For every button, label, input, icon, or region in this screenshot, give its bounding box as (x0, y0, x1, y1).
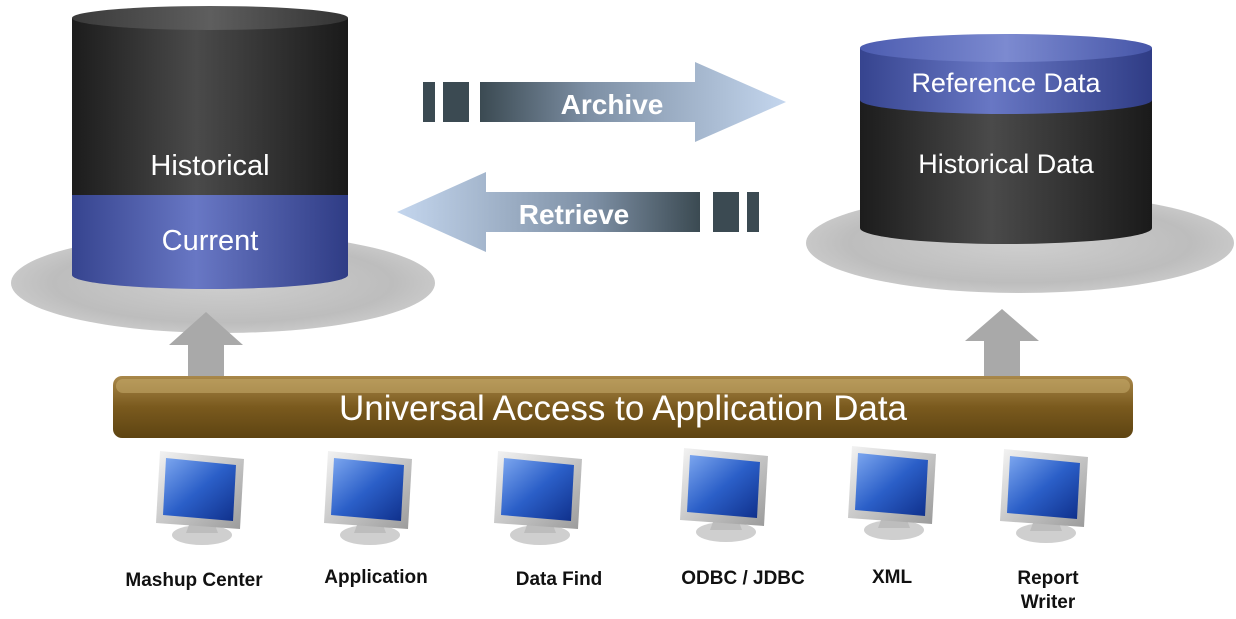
retrieve-arrow: Retrieve (397, 172, 759, 252)
monitor-icon (848, 446, 936, 540)
right-db-historical-segment (860, 100, 1152, 244)
client-monitors (156, 446, 1088, 545)
monitor-icon (156, 451, 244, 545)
access-bar-label: Universal Access to Application Data (339, 389, 908, 428)
client-label-application: Application (324, 567, 428, 588)
right-db-reference-label: Reference Data (911, 68, 1101, 98)
up-arrow-right (965, 309, 1039, 378)
archive-tail-block-1 (423, 82, 435, 122)
right-database: Reference Data Historical Data (806, 34, 1234, 293)
monitor-icon (324, 451, 412, 545)
retrieve-label: Retrieve (519, 199, 630, 230)
monitor-icon (494, 451, 582, 545)
left-db-top (72, 6, 348, 30)
client-label-odbc-jdbc: ODBC / JDBC (681, 568, 805, 589)
left-db-historical-segment (72, 18, 348, 195)
client-label-mashup-center: Mashup Center (125, 570, 263, 591)
retrieve-arrow-body (397, 172, 700, 252)
client-label-xml: XML (871, 567, 913, 588)
monitor-icon (680, 448, 768, 542)
right-db-historical-label: Historical Data (918, 149, 1095, 179)
left-db-current-label: Current (162, 225, 259, 257)
access-bar-highlight (116, 379, 1130, 393)
left-db-historical-label: Historical (150, 150, 269, 182)
retrieve-tail-block-1 (713, 192, 739, 232)
right-db-top (860, 34, 1152, 62)
archive-arrow: Archive (423, 62, 786, 142)
retrieve-tail-block-2 (747, 192, 759, 232)
right-db-reference-segment (860, 48, 1152, 114)
archive-label: Archive (561, 89, 664, 120)
archive-tail-block-2 (443, 82, 469, 122)
up-arrow-left (169, 312, 243, 378)
left-database: Historical Current (11, 6, 435, 333)
client-label-report-writer: Report Writer (1017, 568, 1079, 613)
archive-arrow-body (480, 62, 786, 142)
left-db-current-segment (72, 195, 348, 289)
client-label-data-find: Data Find (515, 569, 603, 590)
monitor-icon (1000, 449, 1088, 543)
access-bar: Universal Access to Application Data (113, 376, 1133, 438)
